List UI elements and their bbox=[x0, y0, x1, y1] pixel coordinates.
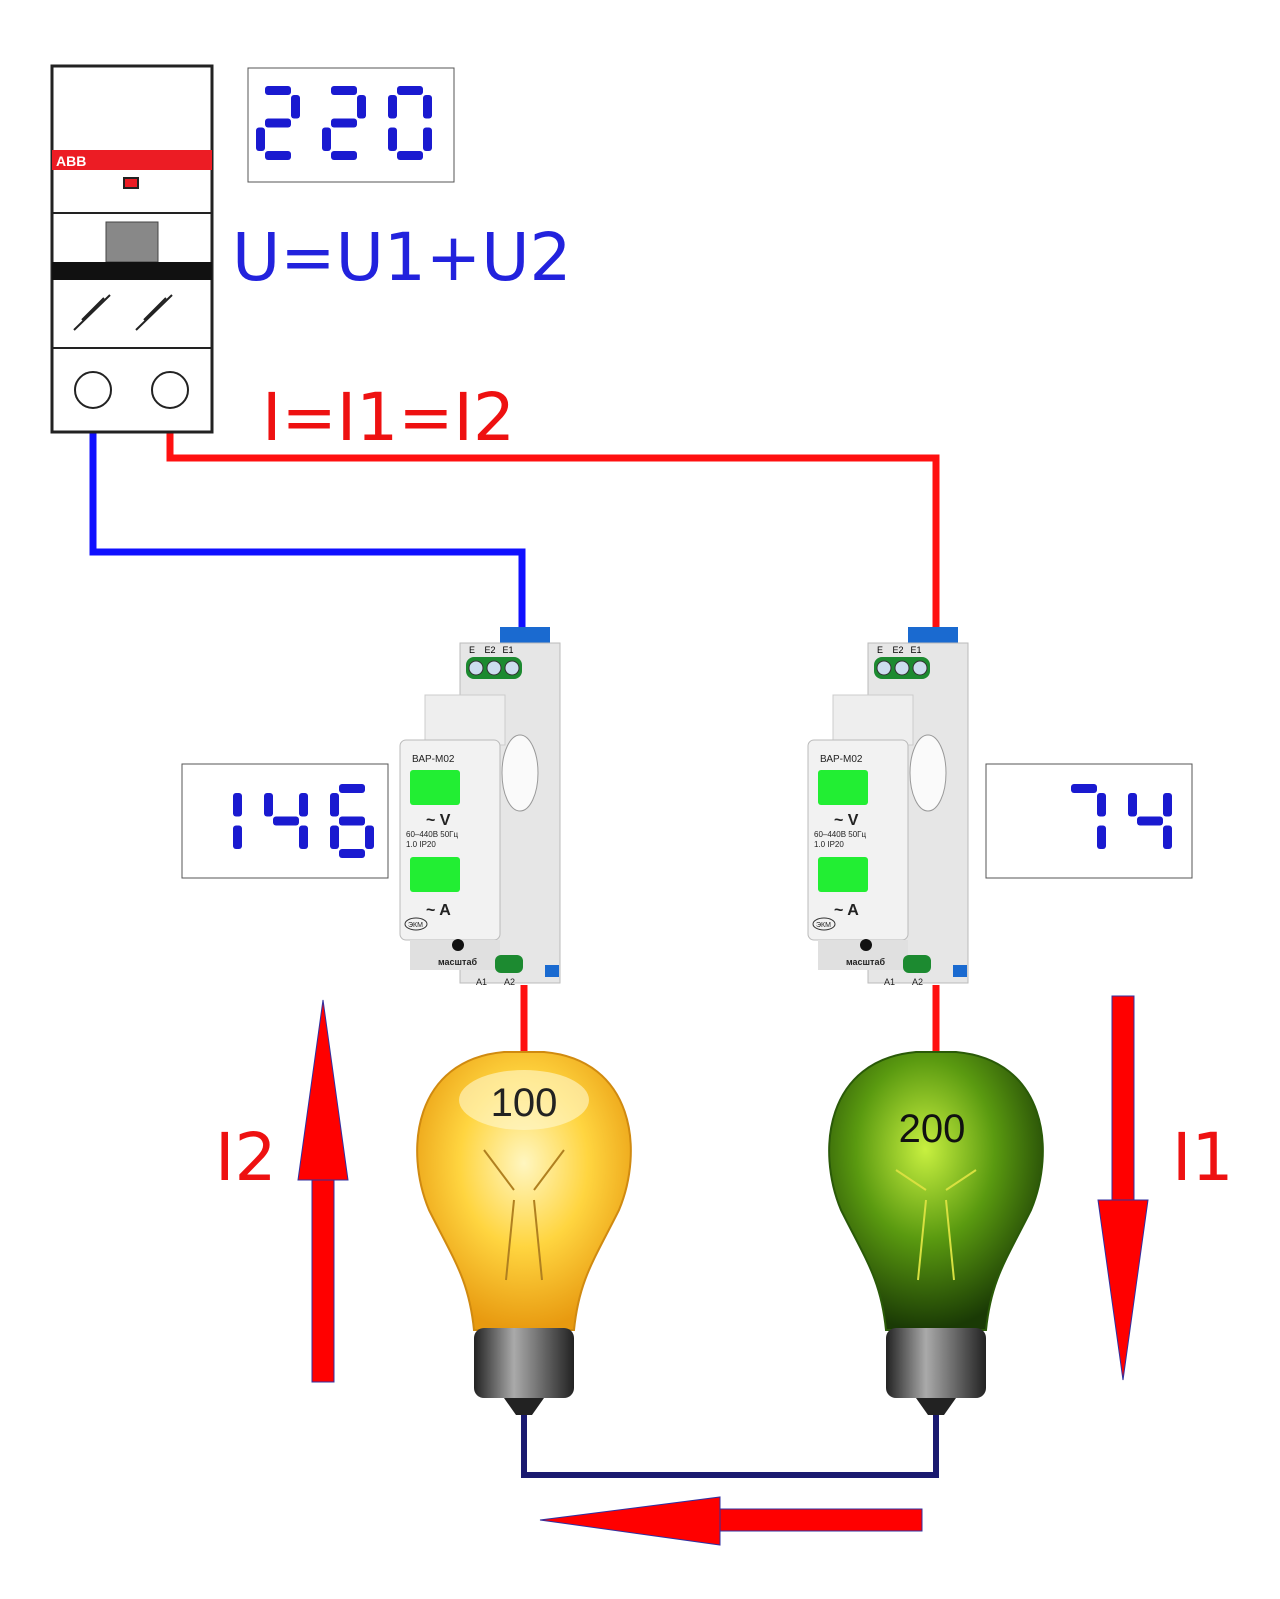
terminal-label: E2 bbox=[892, 645, 903, 655]
digit-2 bbox=[322, 86, 366, 160]
digit-7 bbox=[1071, 784, 1106, 849]
digit-1 bbox=[233, 793, 242, 849]
bulb-100w: 100 bbox=[416, 1051, 632, 1415]
terminal-label: E2 bbox=[484, 645, 495, 655]
digit-4 bbox=[264, 793, 308, 849]
abb-logo: ABB bbox=[56, 153, 86, 169]
ekm-logo: ЭКМ bbox=[408, 922, 423, 929]
bulb-100-label: 100 bbox=[491, 1081, 558, 1125]
neutral-wire bbox=[89, 432, 526, 630]
terminal-label: A2 bbox=[912, 977, 923, 987]
supply-voltage-digits bbox=[256, 86, 432, 160]
scale-button-label: масштаб bbox=[846, 957, 885, 967]
circuit-breaker: ABB bbox=[50, 64, 214, 434]
volt-label: ~ V bbox=[426, 812, 451, 829]
scale-button[interactable] bbox=[860, 939, 872, 951]
current-formula: I=I1=I2 bbox=[262, 379, 515, 456]
return-wire bbox=[521, 1410, 939, 1478]
terminal-neutral bbox=[74, 371, 112, 409]
spec-line: 60–440В 50Гц bbox=[814, 830, 866, 839]
current-arrow-left bbox=[539, 1496, 923, 1546]
meter2-voltage-digits bbox=[1071, 784, 1172, 849]
scale-button-label: масштаб bbox=[438, 957, 477, 967]
bulb-200-label: 200 bbox=[899, 1107, 966, 1151]
bulb-200w: 200 bbox=[828, 1051, 1044, 1415]
spec-line: 1.0 IP20 bbox=[814, 840, 844, 849]
terminal-label: E1 bbox=[502, 645, 513, 655]
digit-4 bbox=[1128, 793, 1172, 849]
terminal-label: E bbox=[877, 645, 883, 655]
current-arrow-down bbox=[1097, 995, 1149, 1381]
terminal-phase bbox=[151, 371, 189, 409]
meter1-voltage-digits bbox=[233, 784, 374, 858]
volt-label: ~ V bbox=[834, 812, 859, 829]
current-arrow-up bbox=[297, 999, 349, 1383]
current-label-i1: I1 bbox=[1172, 1119, 1233, 1196]
digit-2 bbox=[256, 86, 300, 160]
meter-model: ВАР-М02 bbox=[820, 754, 863, 765]
current-segment-window bbox=[410, 857, 460, 892]
digit-0 bbox=[388, 86, 432, 160]
terminal-label: A1 bbox=[884, 977, 895, 987]
voltage-segment-window bbox=[410, 770, 460, 805]
meter-model: ВАР-М02 bbox=[412, 754, 455, 765]
amp-label: ~ A bbox=[834, 902, 859, 919]
spec-line: 1.0 IP20 bbox=[406, 840, 436, 849]
terminal-label: A2 bbox=[504, 977, 515, 987]
voltage-formula: U=U1+U2 bbox=[232, 219, 572, 296]
phase-wire bbox=[166, 432, 940, 630]
terminal-label: E1 bbox=[910, 645, 921, 655]
spec-line: 60–440В 50Гц bbox=[406, 830, 458, 839]
scale-button[interactable] bbox=[452, 939, 464, 951]
ekm-logo: ЭКМ bbox=[816, 922, 831, 929]
terminal-label: E bbox=[469, 645, 475, 655]
current-label-i2: I2 bbox=[215, 1119, 276, 1196]
terminal-label: A1 bbox=[476, 977, 487, 987]
amp-label: ~ A bbox=[426, 902, 451, 919]
digit-6 bbox=[330, 784, 374, 858]
current-segment-window bbox=[818, 857, 868, 892]
voltage-segment-window bbox=[818, 770, 868, 805]
